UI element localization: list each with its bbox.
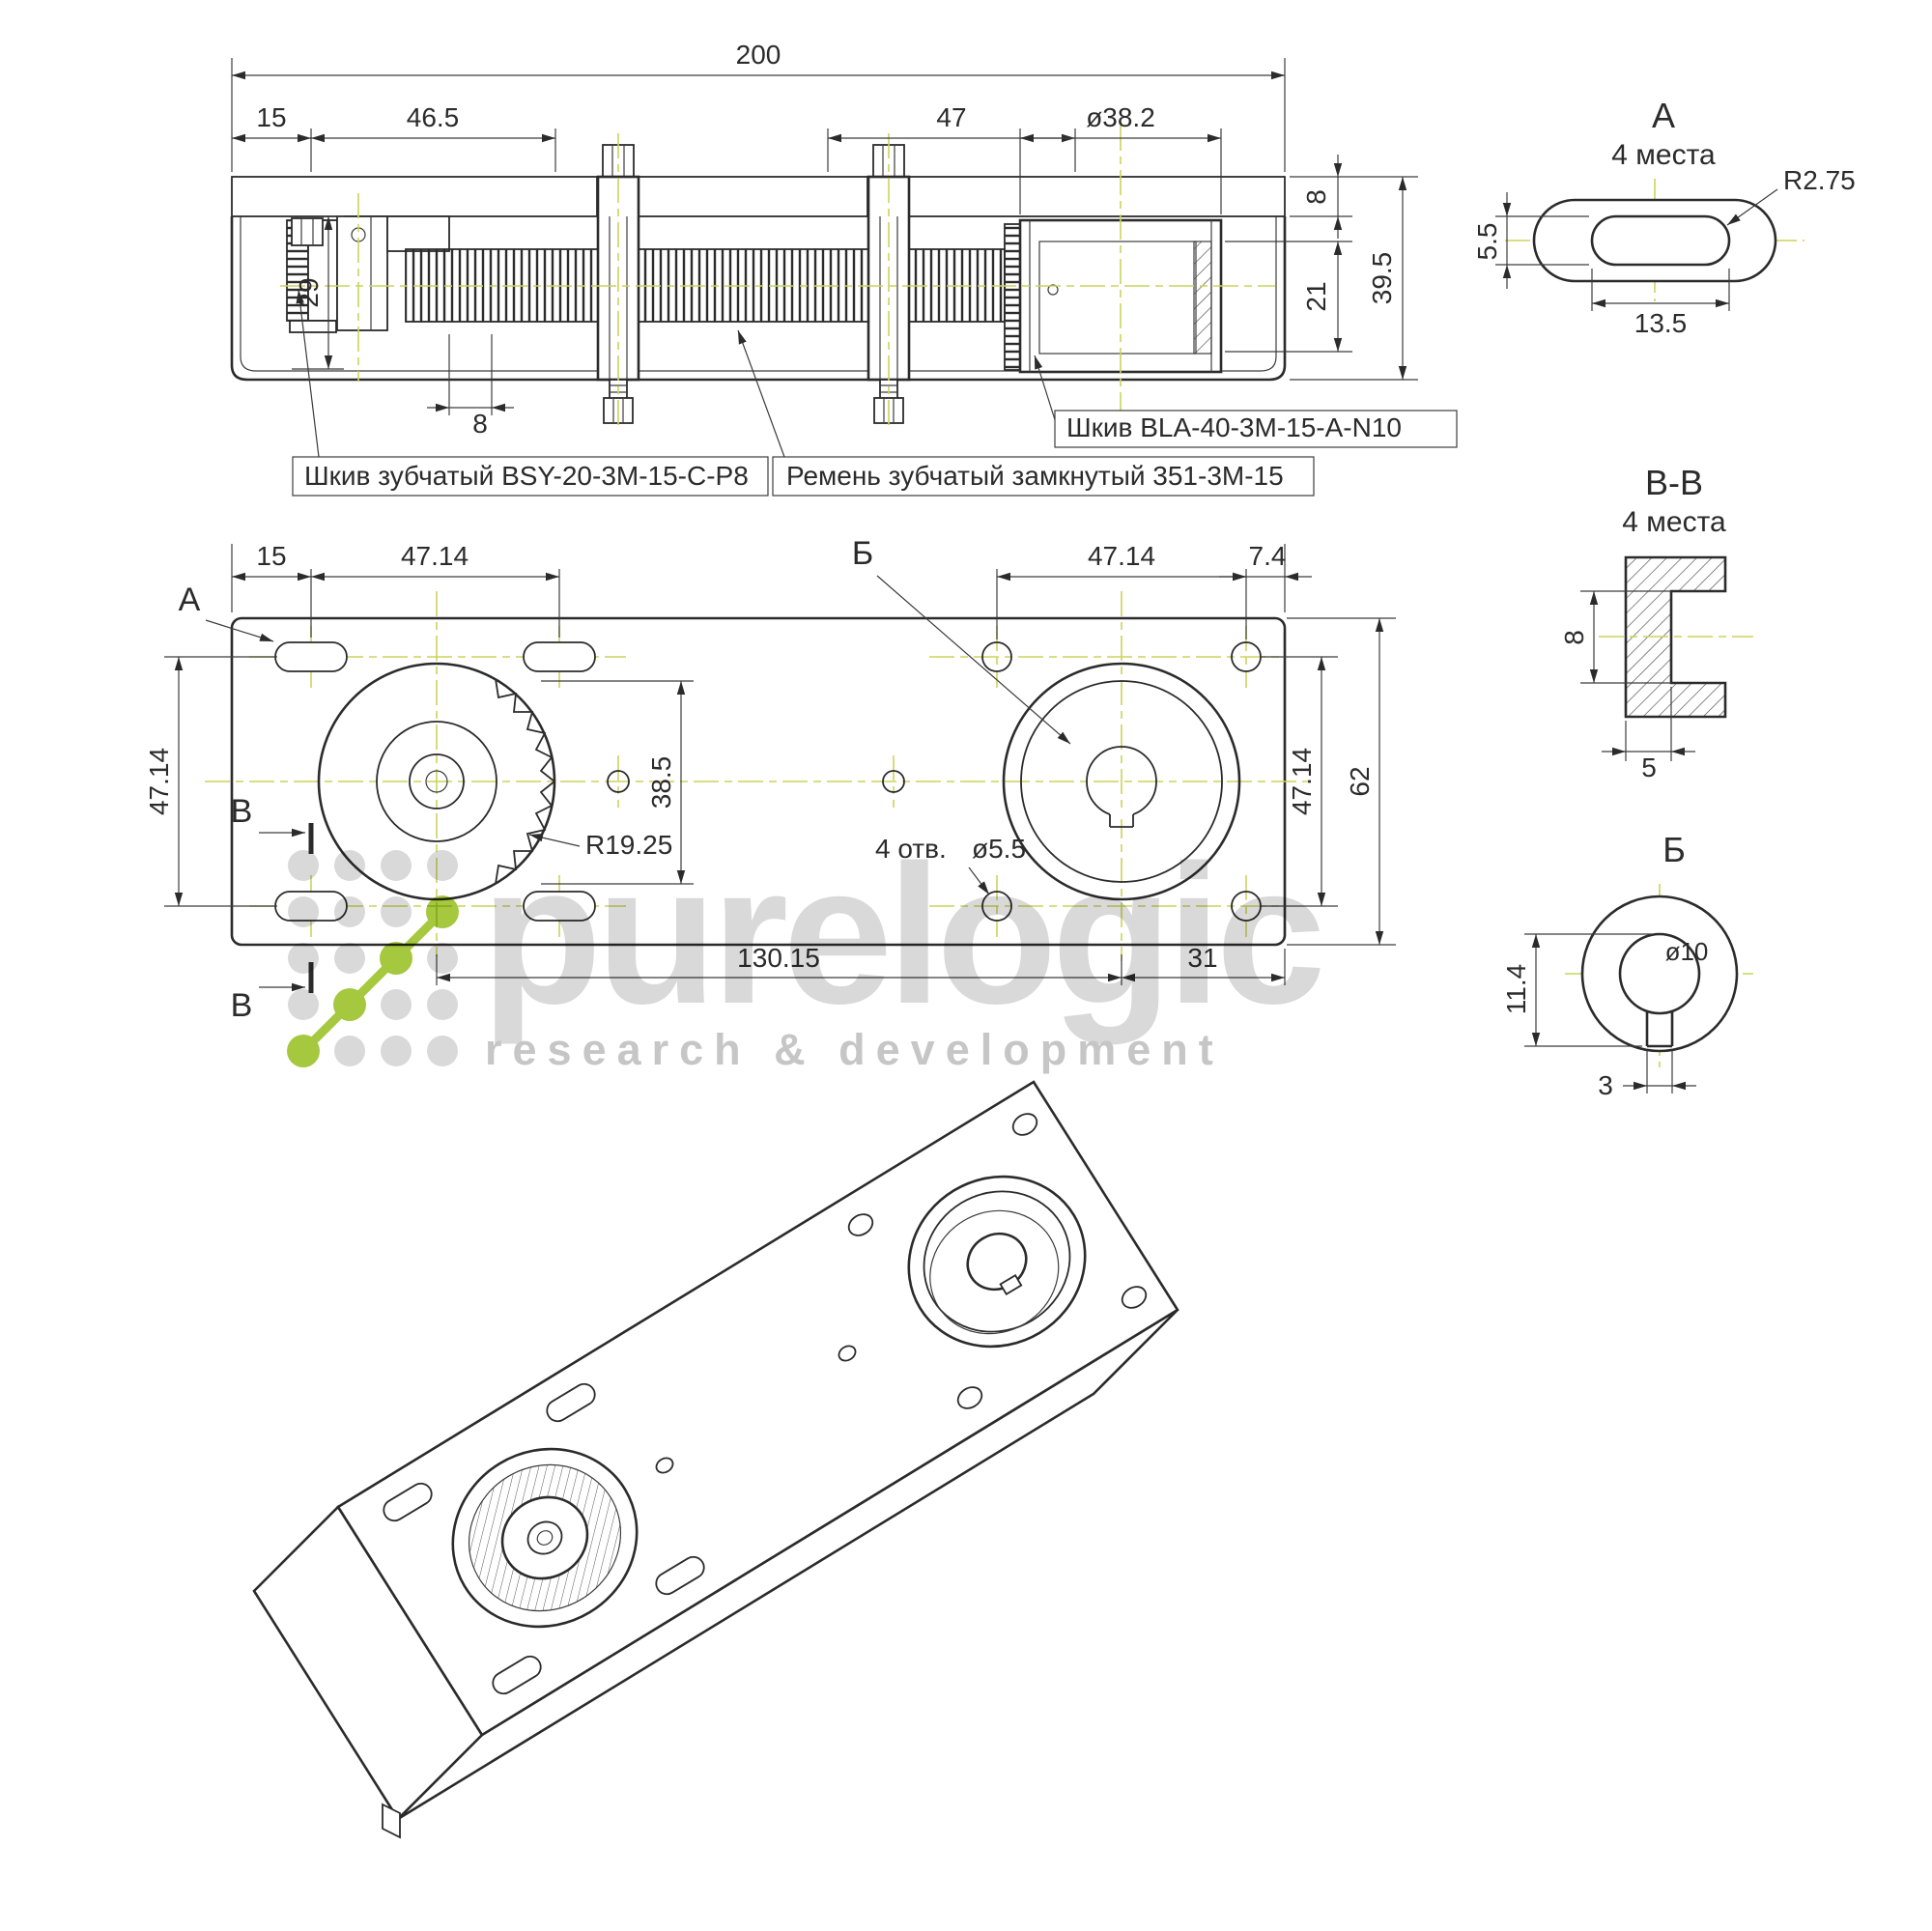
section-bb-subtitle: 4 места bbox=[1622, 506, 1726, 538]
dim-hole-spacing-top: 47.14 bbox=[1088, 541, 1155, 571]
dim-right-pulley-offset-plan: 31 bbox=[1187, 943, 1217, 973]
watermark-green-line bbox=[298, 907, 447, 1056]
watermark: purelogic research & development bbox=[287, 824, 1326, 1074]
dim-right-pulley-offset: 47 bbox=[936, 102, 966, 132]
iso-holes bbox=[655, 1113, 1148, 1474]
section-centerlines bbox=[280, 126, 1275, 430]
dim-right-offset: 7.4 bbox=[1249, 541, 1287, 571]
iso-idler-pulley bbox=[451, 1447, 639, 1629]
drive-pulley bbox=[1004, 218, 1223, 374]
center-hole bbox=[882, 770, 905, 793]
dim-pitch-radius: R19.25 bbox=[585, 830, 672, 860]
leader-labels: Шкив зубчатый BSY-20-3M-15-C-P8 Ремень з… bbox=[292, 289, 1458, 497]
dim-center-distance: 130.15 bbox=[737, 943, 820, 973]
dim-belt-width: 38.5 bbox=[646, 756, 676, 809]
label-pulley-left: Шкив зубчатый BSY-20-3M-15-C-P8 bbox=[304, 461, 749, 491]
iso-drive-pulley bbox=[907, 1175, 1087, 1349]
label-belt: Ремень зубчатый замкнутый 351-3M-15 bbox=[786, 461, 1284, 491]
label-view-b: Б bbox=[852, 535, 873, 572]
slot bbox=[523, 891, 596, 922]
plan-view: 15 47.14 47.14 7.4 47.14 47.14 62 38.5 bbox=[144, 535, 1396, 1024]
belt-teeth-arc bbox=[495, 678, 556, 885]
dim-step-width: 5 bbox=[1641, 753, 1657, 782]
watermark-tagline: research & development bbox=[485, 1025, 1224, 1074]
detail-a-subtitle: 4 места bbox=[1611, 139, 1716, 171]
detail-a-title: А bbox=[1652, 96, 1675, 135]
section-view: 200 15 46.5 47 ø38.2 8 21 39.5 29 8 Шкив… bbox=[230, 40, 1458, 497]
hole bbox=[981, 641, 1012, 672]
section-bb-title: В-В bbox=[1645, 463, 1703, 502]
dim-pulley-dia: ø38.2 bbox=[1086, 102, 1155, 132]
detail-a-view: А 4 места R2.75 5.5 13.5 bbox=[1472, 96, 1856, 338]
slot bbox=[274, 641, 348, 672]
isometric-view bbox=[252, 1080, 1179, 1839]
housing-body bbox=[230, 216, 1287, 382]
detail-b-title: Б bbox=[1662, 830, 1686, 869]
watermark-brand: purelogic bbox=[481, 824, 1321, 1045]
dim-slot-spacing-left: 47.14 bbox=[144, 748, 174, 815]
dim-plate-height: 62 bbox=[1345, 766, 1375, 796]
center-hole bbox=[607, 770, 630, 793]
section-bb-view: В-В 4 места 8 5 bbox=[1559, 463, 1753, 782]
mounting-plate bbox=[231, 176, 1286, 217]
dim-slot-radius: R2.75 bbox=[1783, 165, 1856, 195]
iso-end-notch bbox=[382, 1803, 401, 1839]
label-pulley-right: Шкив BLA-40-3M-15-A-N10 bbox=[1066, 412, 1402, 442]
drive-pulley-plan bbox=[1002, 662, 1241, 901]
dim-edge-offset: 15 bbox=[256, 541, 286, 571]
dim-keyway-slot-width: 3 bbox=[1598, 1070, 1613, 1100]
dim-slot-length: 13.5 bbox=[1634, 308, 1688, 338]
dim-keyway-height: 11.4 bbox=[1501, 964, 1531, 1014]
plan-dimensions: 15 47.14 47.14 7.4 47.14 47.14 62 38.5 bbox=[144, 541, 1396, 985]
hole bbox=[981, 891, 1012, 922]
watermark-logo-dots bbox=[287, 850, 459, 1067]
label-view-a: А bbox=[179, 582, 201, 618]
dim-pulley-width: 8 bbox=[472, 409, 488, 439]
label-section-v-top: В bbox=[231, 793, 253, 830]
view-callouts: А Б В В bbox=[179, 535, 1071, 1024]
iso-slots bbox=[383, 1382, 705, 1695]
dim-total-height: 39.5 bbox=[1367, 252, 1397, 305]
slot bbox=[523, 641, 596, 672]
idler-screw-head bbox=[291, 217, 324, 246]
dim-left-pulley: 46.5 bbox=[407, 102, 460, 132]
detail-b-view: Б ø10 11.4 3 bbox=[1501, 830, 1753, 1100]
dim-left-offset: 15 bbox=[256, 102, 286, 132]
label-section-v-bottom: В bbox=[231, 987, 253, 1024]
dim-slot-spacing-top: 47.14 bbox=[401, 541, 469, 571]
bearing-section bbox=[1193, 241, 1212, 355]
label-holes-count: 4 отв. bbox=[875, 834, 947, 864]
dim-total-width: 200 bbox=[736, 40, 781, 70]
dim-belt-height: 21 bbox=[1301, 281, 1331, 311]
idler-pulley-assembly bbox=[286, 215, 450, 333]
dim-slot-width: 5.5 bbox=[1472, 223, 1502, 261]
dim-counterbore-depth: 8 bbox=[1559, 630, 1589, 645]
d im-plate-thickness: 8 bbox=[1301, 189, 1331, 205]
dim-hole-spacing-right: 47.14 bbox=[1287, 748, 1317, 815]
dim-bore-dia: ø10 bbox=[1665, 937, 1709, 966]
dim-pulley-height: 29 bbox=[294, 277, 324, 307]
flange-holes bbox=[981, 641, 1262, 922]
dim-holes-dia: ø5.5 bbox=[972, 834, 1026, 864]
section-dimensions: 200 15 46.5 47 ø38.2 8 21 39.5 29 8 bbox=[231, 40, 1418, 439]
